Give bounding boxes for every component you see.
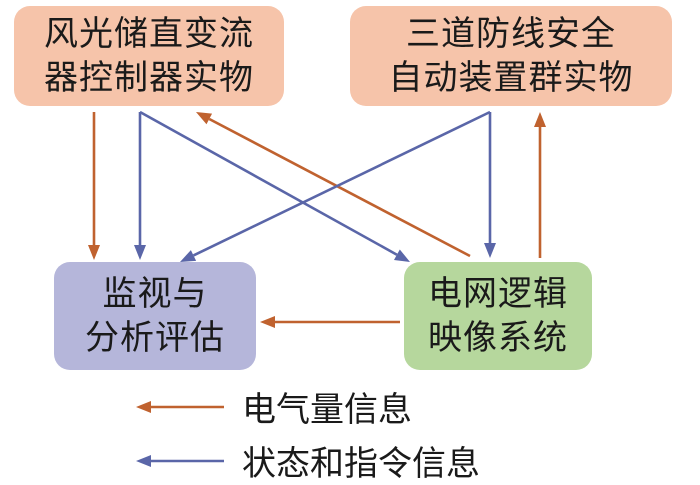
edge-defense-to-monitor-status-arrowhead [180, 250, 197, 262]
node-mapping-line-2: 映像系统 [428, 318, 568, 358]
legend-arrow-status-icon [136, 454, 224, 467]
edge-mapping-to-monitor-electrical-arrowhead [260, 316, 275, 328]
edge-defense-to-monitor-status-line [192, 110, 491, 257]
legend-item-electrical: 电气量信息 [134, 382, 412, 431]
node-monitor-line-2: 分析评估 [85, 318, 225, 358]
legend-label-electrical: 电气量信息 [242, 390, 412, 430]
node-grid-logic-mapping: 电网逻辑 映像系统 [404, 262, 592, 370]
edge-mapping-to-monitor-electrical [260, 316, 400, 328]
node-converter-controller: 风光储直变流 器控制器实物 [14, 6, 284, 106]
edge-converter-to-monitor-electrical [88, 112, 100, 260]
edge-converter-to-monitor-status [134, 112, 146, 260]
node-converter-line-1: 风光储直变流 [44, 14, 254, 54]
edge-converter-to-mapping-status-line [139, 110, 398, 256]
edge-defense-to-mapping-status [484, 112, 496, 258]
node-converter-line-2: 器控制器实物 [44, 58, 254, 98]
edge-converter-to-monitor-status-arrowhead [134, 245, 146, 260]
node-monitoring-analysis: 监视与 分析评估 [54, 262, 256, 370]
node-defense-line-2: 自动装置群实物 [388, 58, 634, 98]
legend-label-status: 状态和指令信息 [242, 444, 480, 484]
node-defense-devices: 三道防线安全 自动装置群实物 [350, 6, 672, 106]
node-defense-line-1: 三道防线安全 [406, 14, 616, 54]
node-mapping-line-1: 电网逻辑 [428, 274, 568, 314]
legend-electrical-arrowhead [136, 400, 151, 413]
edge-converter-to-mapping-status-arrowhead [393, 249, 410, 262]
edge-mapping-to-defense-electrical [534, 112, 546, 258]
node-monitor-line-1: 监视与 [102, 274, 208, 314]
edge-converter-to-monitor-electrical-arrowhead [88, 245, 100, 260]
edge-mapping-to-defense-electrical-arrowhead [534, 112, 546, 127]
edge-mapping-to-converter-electrical-line [208, 117, 471, 258]
edge-mapping-to-converter-electrical [196, 112, 471, 258]
edge-mapping-to-converter-electrical-arrowhead [196, 112, 213, 125]
edge-defense-to-monitor-status [180, 110, 491, 262]
edge-converter-to-mapping-status [139, 110, 410, 262]
edge-defense-to-mapping-status-arrowhead [484, 243, 496, 258]
legend-status-arrowhead [136, 454, 151, 467]
legend-arrow-electrical-icon [136, 400, 224, 413]
legend-item-status: 状态和指令信息 [134, 436, 480, 485]
